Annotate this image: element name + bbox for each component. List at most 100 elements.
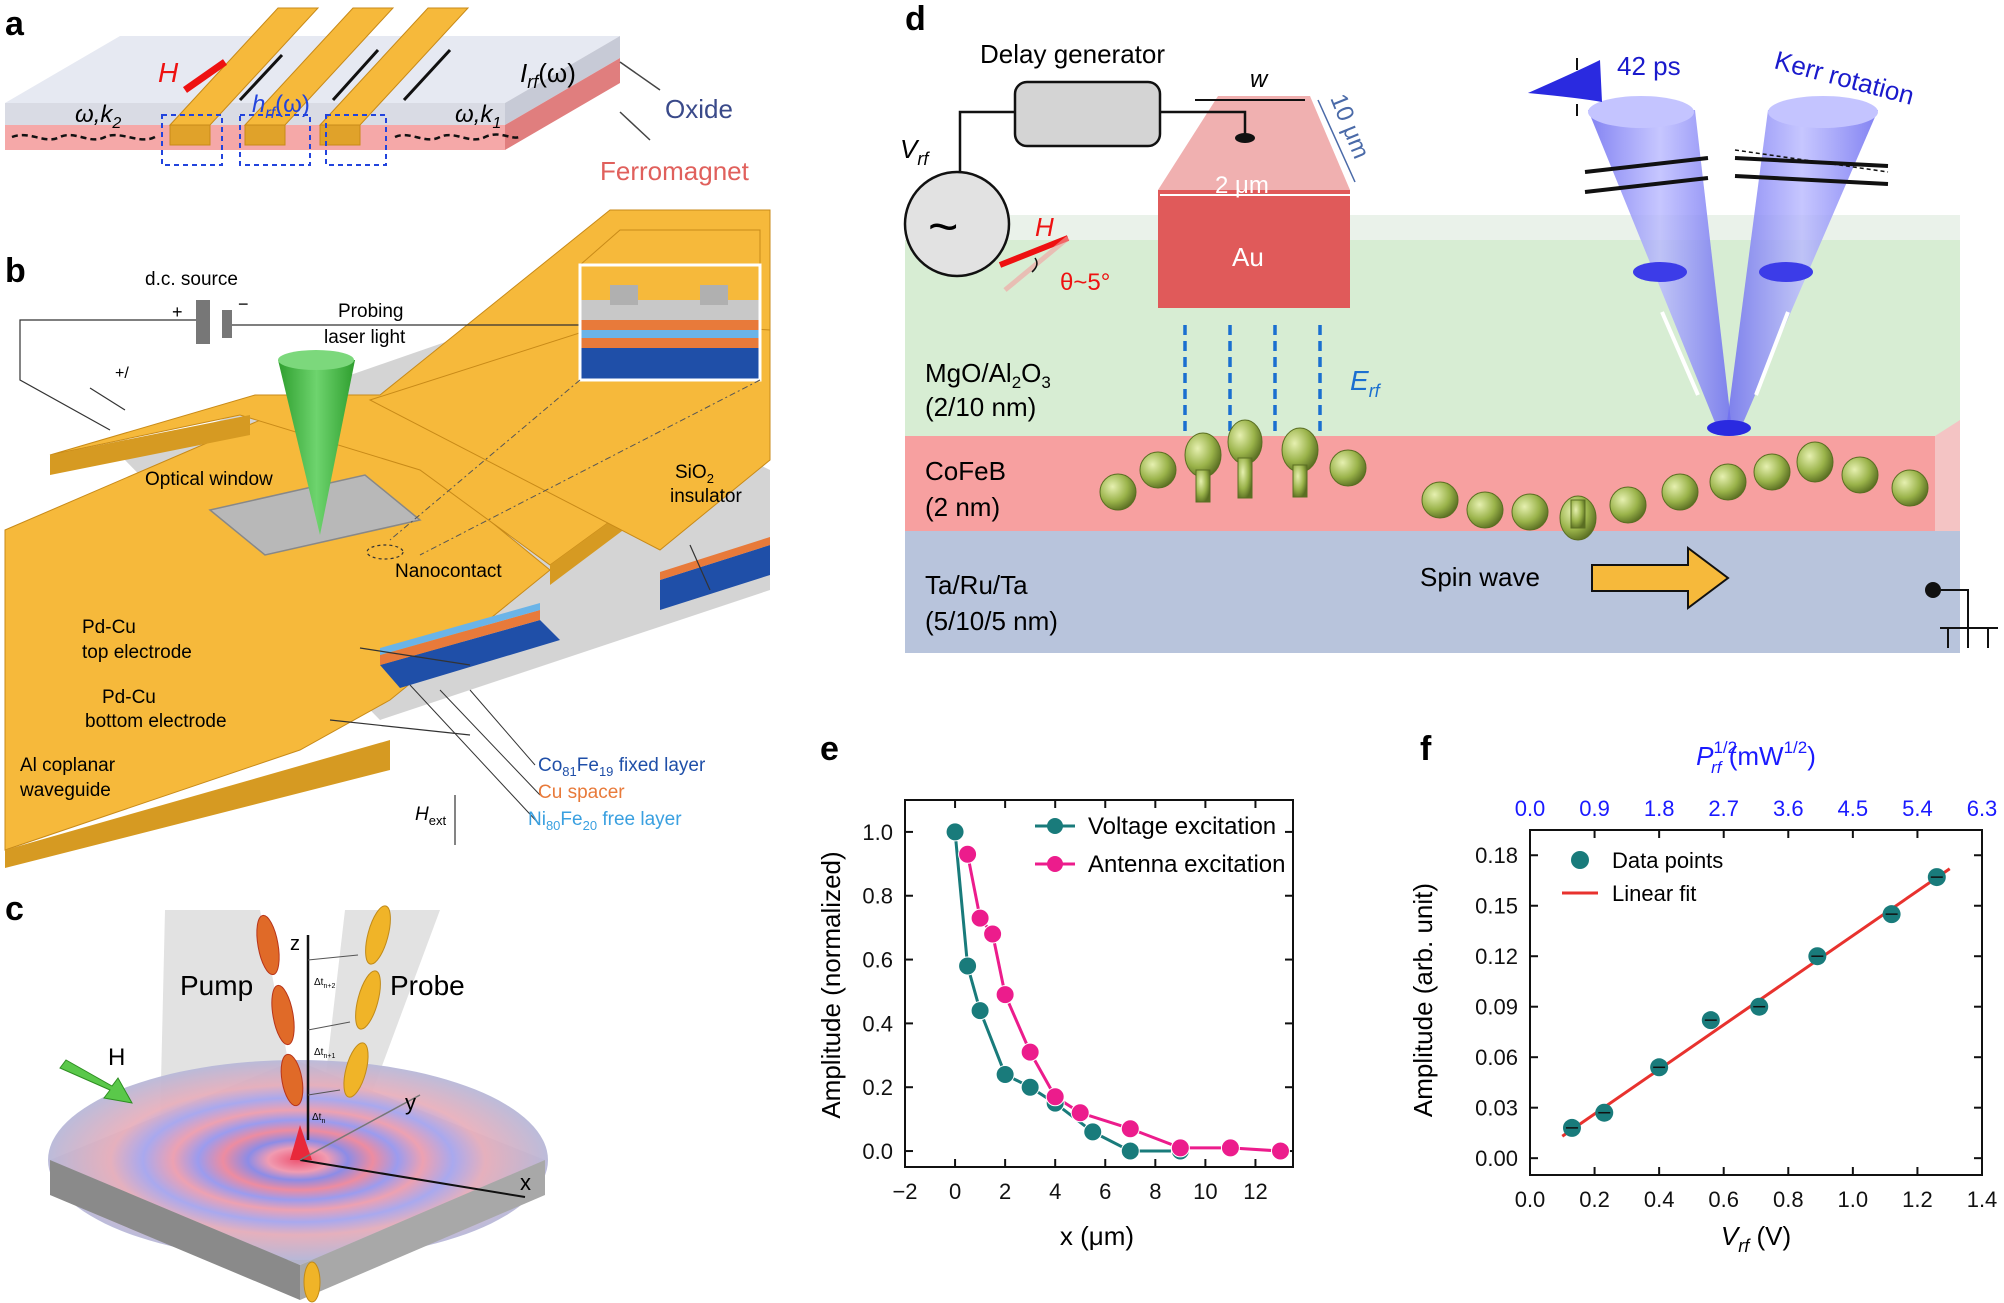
current-arrow-down-2 bbox=[402, 48, 452, 102]
waveguide-label-1: Al coplanar bbox=[20, 755, 116, 776]
chart-e-y-axis-title: Amplitude (normalized) bbox=[816, 851, 846, 1118]
hrf-boxes bbox=[161, 114, 387, 166]
antenna-excitation-point bbox=[1220, 1138, 1240, 1158]
y-tick-label: 0.15 bbox=[1475, 894, 1518, 919]
panel-a: a H Irf(ω) hrf(ω) ω,k2 ω,k1 Oxide Ferrom… bbox=[5, 5, 750, 186]
incident-arrow bbox=[1660, 311, 1700, 396]
insulator-label: insulator bbox=[670, 486, 742, 507]
y-tick-label: 0.8 bbox=[862, 884, 893, 909]
dt2-label: Δtn+2 bbox=[314, 977, 335, 990]
chart-e-points bbox=[945, 822, 1290, 1161]
mgo-label-2: (2/10 nm) bbox=[925, 392, 1036, 422]
top-x-tick-label: 2.7 bbox=[1708, 796, 1739, 821]
dc-wire-left bbox=[19, 319, 196, 431]
y-tick-label: 0.12 bbox=[1475, 944, 1518, 969]
top-electrode-leader bbox=[359, 647, 471, 666]
current-arrow-up bbox=[331, 48, 380, 102]
pol-out-2 bbox=[1734, 174, 1889, 186]
delay-generator-label: Delay generator bbox=[980, 39, 1165, 69]
dt1-label: Δtn+1 bbox=[314, 1047, 335, 1060]
ferromagnet-layer-side bbox=[505, 58, 620, 150]
y-tick-label: 0.00 bbox=[1475, 1146, 1518, 1171]
z-axis-label: z bbox=[290, 933, 300, 955]
current-arrow-down-1 bbox=[238, 53, 284, 102]
antenna-excitation-point bbox=[1020, 1042, 1040, 1062]
x-tick-label: 0.4 bbox=[1644, 1187, 1675, 1212]
cu-spacer-label: Cu spacer bbox=[538, 782, 625, 803]
y-tick-label: 1.0 bbox=[862, 820, 893, 845]
panel-f-label: f bbox=[1420, 730, 1432, 768]
antenna-excitation-point bbox=[983, 924, 1003, 944]
inset-guide-1 bbox=[389, 379, 581, 541]
voltage-excitation-point bbox=[970, 1001, 990, 1021]
current-label: Irf(ω) bbox=[520, 58, 576, 92]
x-tick-label: 6 bbox=[1099, 1179, 1111, 1204]
panel-e-label: e bbox=[820, 730, 839, 768]
delay-generator-box bbox=[1013, 80, 1162, 148]
chart-e-ticks bbox=[904, 800, 1293, 1167]
wave-right bbox=[394, 133, 521, 141]
x-tick-label: 1.4 bbox=[1967, 1187, 1998, 1212]
chart-e-x-axis-title: x (μm) bbox=[1060, 1221, 1134, 1251]
probe-label-2: laser light bbox=[324, 327, 406, 348]
ta-layer bbox=[905, 531, 1960, 653]
pump-label: Pump bbox=[180, 970, 253, 1001]
w-label: w bbox=[1250, 66, 1269, 93]
chart-e-frame bbox=[904, 799, 1294, 1168]
x-tick-label: 8 bbox=[1149, 1179, 1161, 1204]
legend-data-marker bbox=[1571, 851, 1589, 869]
chart-f-y-axis-title: Amplitude (arb. unit) bbox=[1408, 883, 1438, 1117]
x-tick-label: 4 bbox=[1049, 1179, 1061, 1204]
x-tick-label: 12 bbox=[1243, 1179, 1267, 1204]
hext-label: Hext bbox=[415, 804, 446, 828]
layer-stack-free bbox=[380, 603, 540, 655]
antenna-excitation-point bbox=[958, 844, 978, 864]
x-tick-label: 0.0 bbox=[1515, 1187, 1546, 1212]
top-x-tick-label: 1.8 bbox=[1644, 796, 1675, 821]
wave-label-left: ω,k2 bbox=[75, 101, 121, 132]
chart-f-y-tick-labels: 0.000.030.060.090.120.150.18 bbox=[1475, 843, 1518, 1171]
oxide-layer-side bbox=[505, 36, 620, 125]
erf-arrows bbox=[1183, 325, 1322, 432]
x-tick-label: 0.8 bbox=[1773, 1187, 1804, 1212]
x-tick-label: 0.2 bbox=[1579, 1187, 1610, 1212]
probe-pulses bbox=[303, 905, 391, 1303]
y-axis-label: y bbox=[405, 1090, 416, 1115]
y-tick-label: 0.18 bbox=[1475, 843, 1518, 868]
field-label-c: H bbox=[108, 1044, 125, 1071]
legend-voltage-label: Voltage excitation bbox=[1088, 813, 1276, 840]
antenna-stripes bbox=[168, 7, 470, 146]
field-arrow-a bbox=[182, 59, 228, 93]
field-arrow-c bbox=[59, 1059, 133, 1104]
top-x-tick-label: 0.9 bbox=[1579, 796, 1610, 821]
dc-minus: − bbox=[238, 294, 249, 314]
au-electrode bbox=[1158, 190, 1350, 308]
dc-source-label: d.c. source bbox=[145, 269, 238, 290]
y-tick-label: 0.2 bbox=[862, 1075, 893, 1100]
pol-in-2 bbox=[1584, 176, 1709, 194]
x-tick-label: 0.6 bbox=[1708, 1187, 1739, 1212]
field-label-a: H bbox=[158, 57, 179, 88]
bottom-electrode-leader bbox=[329, 719, 471, 736]
top-x-tick-label: 5.4 bbox=[1902, 796, 1933, 821]
chart-f-frame bbox=[1529, 829, 1983, 1176]
inset-guide-2 bbox=[419, 379, 761, 556]
antenna-excitation-point bbox=[970, 908, 990, 928]
fixed-layer-label: Co81Fe19 fixed layer bbox=[538, 755, 706, 779]
ferromagnet-label: Ferromagnet bbox=[600, 156, 750, 186]
voltage-excitation-point bbox=[1120, 1141, 1140, 1161]
antenna-excitation-line bbox=[966, 853, 1281, 1153]
free-layer-label: Ni80Fe20 free layer bbox=[528, 809, 682, 833]
antenna-excitation-point bbox=[1120, 1119, 1140, 1139]
dc-plus: + bbox=[172, 302, 183, 322]
length-dimension bbox=[1317, 99, 1356, 183]
bottom-electrode-edge bbox=[5, 740, 390, 868]
sio2-leader bbox=[689, 544, 711, 591]
cross-section-inset bbox=[578, 229, 762, 382]
field-label-d: H bbox=[1035, 212, 1054, 242]
